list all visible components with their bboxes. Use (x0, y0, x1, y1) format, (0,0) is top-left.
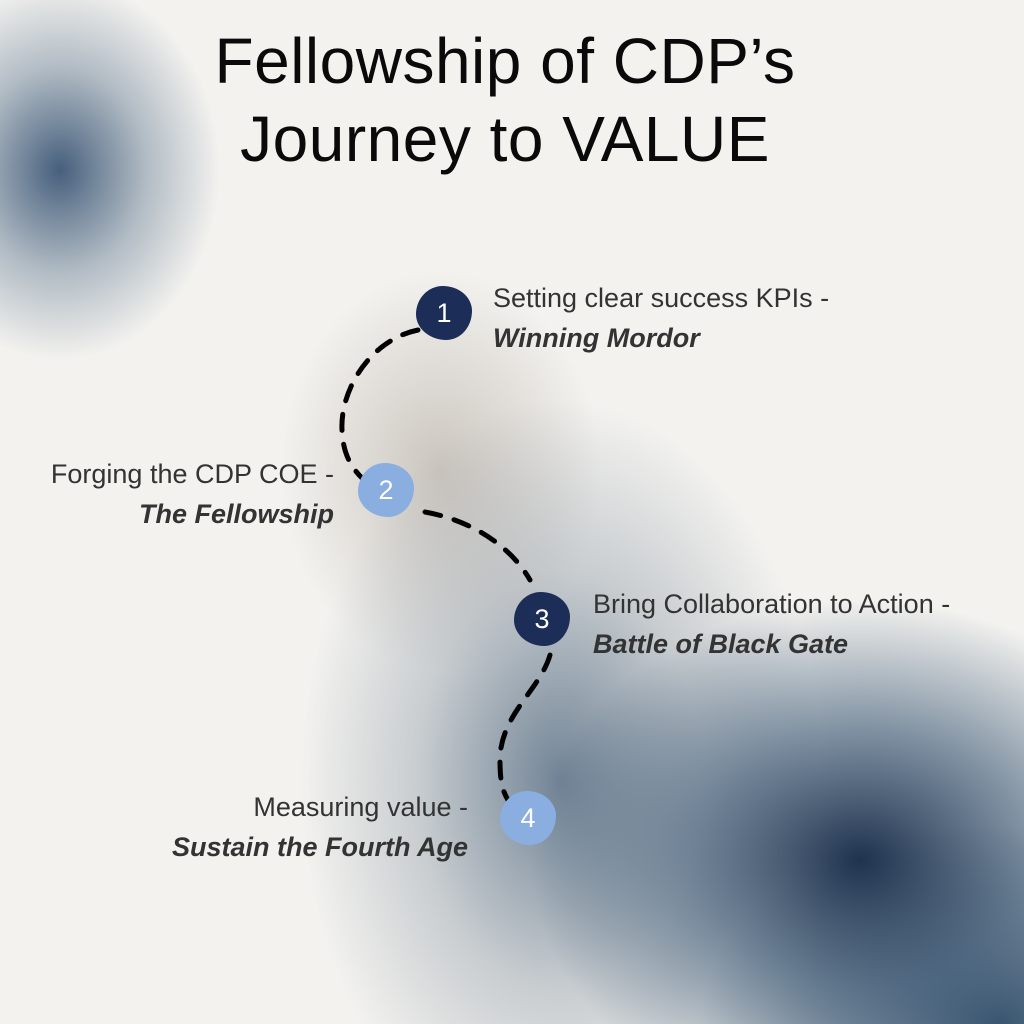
step-3-marker: 3 (514, 592, 570, 646)
step-3-label: Bring Collaboration to Action - Battle o… (593, 584, 950, 664)
step-4-marker: 4 (500, 791, 556, 845)
step-1-marker: 1 (416, 286, 472, 340)
step-2-subtitle: The Fellowship (138, 499, 334, 529)
title-line-2: Journey to VALUE (240, 103, 770, 175)
step-4-label: Measuring value - Sustain the Fourth Age (172, 787, 468, 867)
step-1-text: Setting clear success KPIs - (493, 283, 830, 313)
step-3-text: Bring Collaboration to Action - (593, 589, 951, 619)
step-2-label: Forging the CDP COE - The Fellowship (51, 454, 334, 534)
step-1-label: Setting clear success KPIs - Winning Mor… (493, 278, 829, 358)
step-2-marker: 2 (358, 463, 414, 517)
step-1-subtitle: Winning Mordor (493, 323, 700, 353)
step-3-subtitle: Battle of Black Gate (593, 629, 849, 659)
step-4-text: Measuring value - (253, 792, 468, 822)
step-2-text: Forging the CDP COE - (50, 459, 334, 489)
title-line-1: Fellowship of CDP’s (214, 25, 796, 97)
page-title: Fellowship of CDP’s Journey to VALUE (0, 22, 1010, 178)
step-4-subtitle: Sustain the Fourth Age (172, 832, 468, 862)
